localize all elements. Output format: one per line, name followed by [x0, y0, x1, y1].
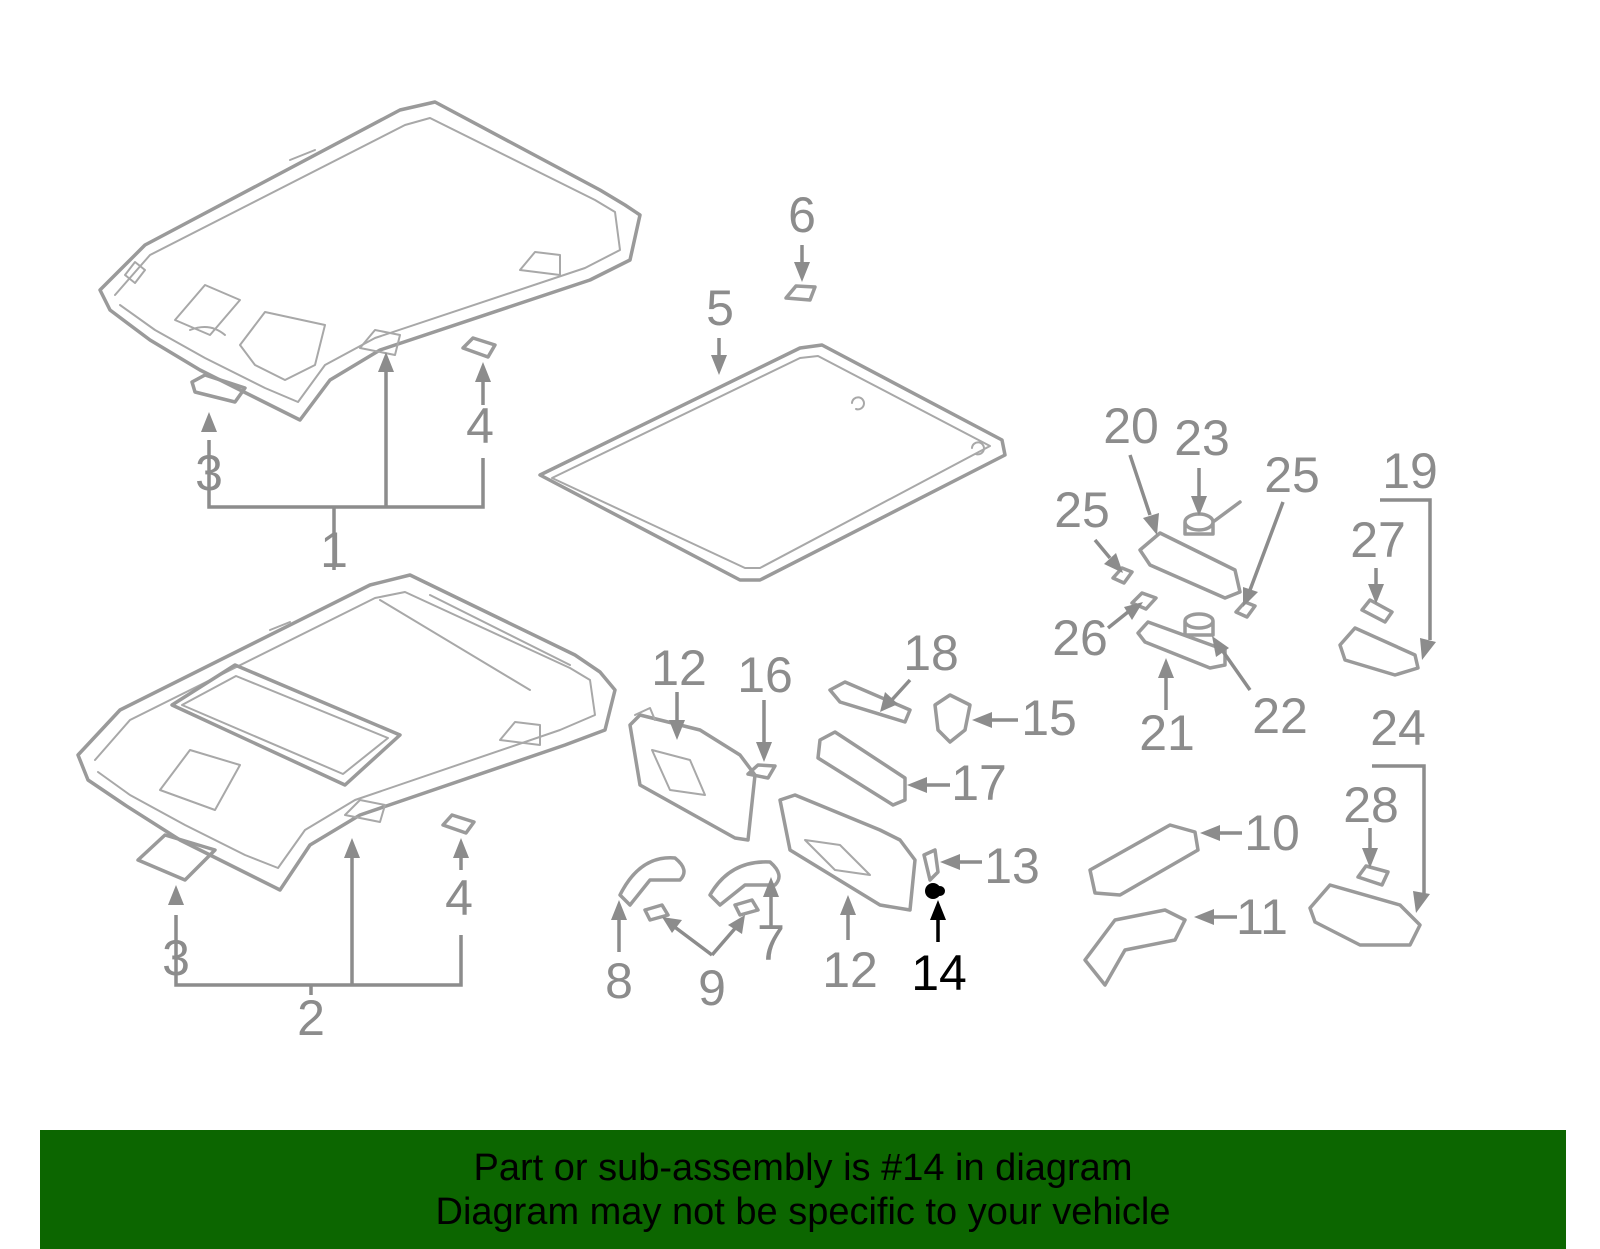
callout-10: 10	[1244, 805, 1300, 861]
callout-3-bottom: 3	[162, 930, 190, 986]
headliner-bottom	[76, 573, 617, 892]
callout-25-left: 25	[1054, 482, 1110, 538]
callout-7: 7	[757, 915, 785, 971]
banner-line-disclaimer: Diagram may not be specific to your vehi…	[435, 1190, 1171, 1233]
callout-9: 9	[698, 960, 726, 1016]
part-14-highlighted	[925, 883, 945, 899]
callout-12-top: 12	[651, 640, 707, 696]
callout-4-top: 4	[466, 398, 494, 454]
callout-8: 8	[605, 953, 633, 1009]
callout-5: 5	[706, 280, 734, 336]
banner-line-part: Part or sub-assembly is #14 in diagram	[473, 1146, 1133, 1189]
part-19-lamp	[1338, 626, 1420, 677]
part-9-clip-b	[733, 898, 760, 917]
part-18-bracket	[828, 680, 912, 724]
part-25-bulb-right	[1234, 600, 1257, 619]
leader-lines	[168, 245, 1436, 995]
callout-28: 28	[1343, 777, 1399, 833]
callout-19: 19	[1382, 443, 1438, 499]
part-15-lamp	[933, 693, 972, 744]
part-3-pad-bottom	[136, 833, 217, 882]
part-26-bulb	[1130, 591, 1158, 611]
callout-18: 18	[903, 625, 959, 681]
part-13-screw	[922, 848, 940, 882]
part-21-lens	[1136, 620, 1227, 670]
callout-labels: 1 2 3 3 4 4 5 6 7 8 9 10 11 12 12 13 14 …	[162, 187, 1438, 1046]
part-9-clip-a	[643, 903, 670, 922]
callout-4-bottom: 4	[445, 870, 473, 926]
part-4-lamp-bottom	[441, 813, 476, 835]
callout-15: 15	[1021, 690, 1077, 746]
callout-3-top: 3	[195, 445, 223, 501]
part-8-handle	[618, 856, 686, 907]
part-10-console	[1088, 823, 1200, 897]
part-22-cap	[1183, 612, 1215, 637]
part-25-bulb-left	[1111, 566, 1134, 585]
part-20-console	[1138, 531, 1242, 600]
callout-13: 13	[984, 838, 1040, 894]
callout-26: 26	[1052, 610, 1108, 666]
callout-12-bottom: 12	[822, 942, 878, 998]
part-11-bracket	[1083, 908, 1187, 987]
part-16-clip	[746, 763, 777, 780]
info-banner: Part or sub-assembly is #14 in diagram D…	[40, 1130, 1566, 1249]
callout-17: 17	[951, 755, 1007, 811]
part-12-visor-right	[778, 793, 917, 912]
callout-11: 11	[1236, 889, 1288, 945]
part-12-visor-left	[628, 707, 757, 842]
callout-22: 22	[1252, 688, 1308, 744]
part-24-lamp	[1308, 883, 1422, 947]
headliner-top	[98, 100, 642, 422]
callout-25-right: 25	[1264, 447, 1320, 503]
callout-2: 2	[297, 990, 325, 1046]
callout-6: 6	[788, 187, 816, 243]
part-6-clip	[784, 284, 817, 302]
part-17-mirror	[816, 730, 907, 807]
parts-diagram: 1 2 3 3 4 4 5 6 7 8 9 10 11 12 12 13 14 …	[76, 100, 1438, 1046]
callout-24: 24	[1370, 700, 1426, 756]
callout-21: 21	[1139, 705, 1195, 761]
part-28-bulb	[1356, 864, 1390, 887]
callout-27: 27	[1350, 512, 1406, 568]
callout-20: 20	[1103, 398, 1159, 454]
callout-23: 23	[1174, 410, 1230, 466]
callout-16: 16	[737, 647, 793, 703]
callout-14: 14	[911, 945, 967, 1001]
part-27-bulb	[1360, 598, 1394, 624]
part-4-lamp-top	[461, 336, 497, 359]
part-7-handle	[708, 860, 781, 907]
part-5-panel	[538, 343, 1007, 582]
part-3-pad-top	[190, 373, 247, 404]
callout-1: 1	[320, 522, 348, 578]
part-23-knob	[1183, 500, 1242, 536]
